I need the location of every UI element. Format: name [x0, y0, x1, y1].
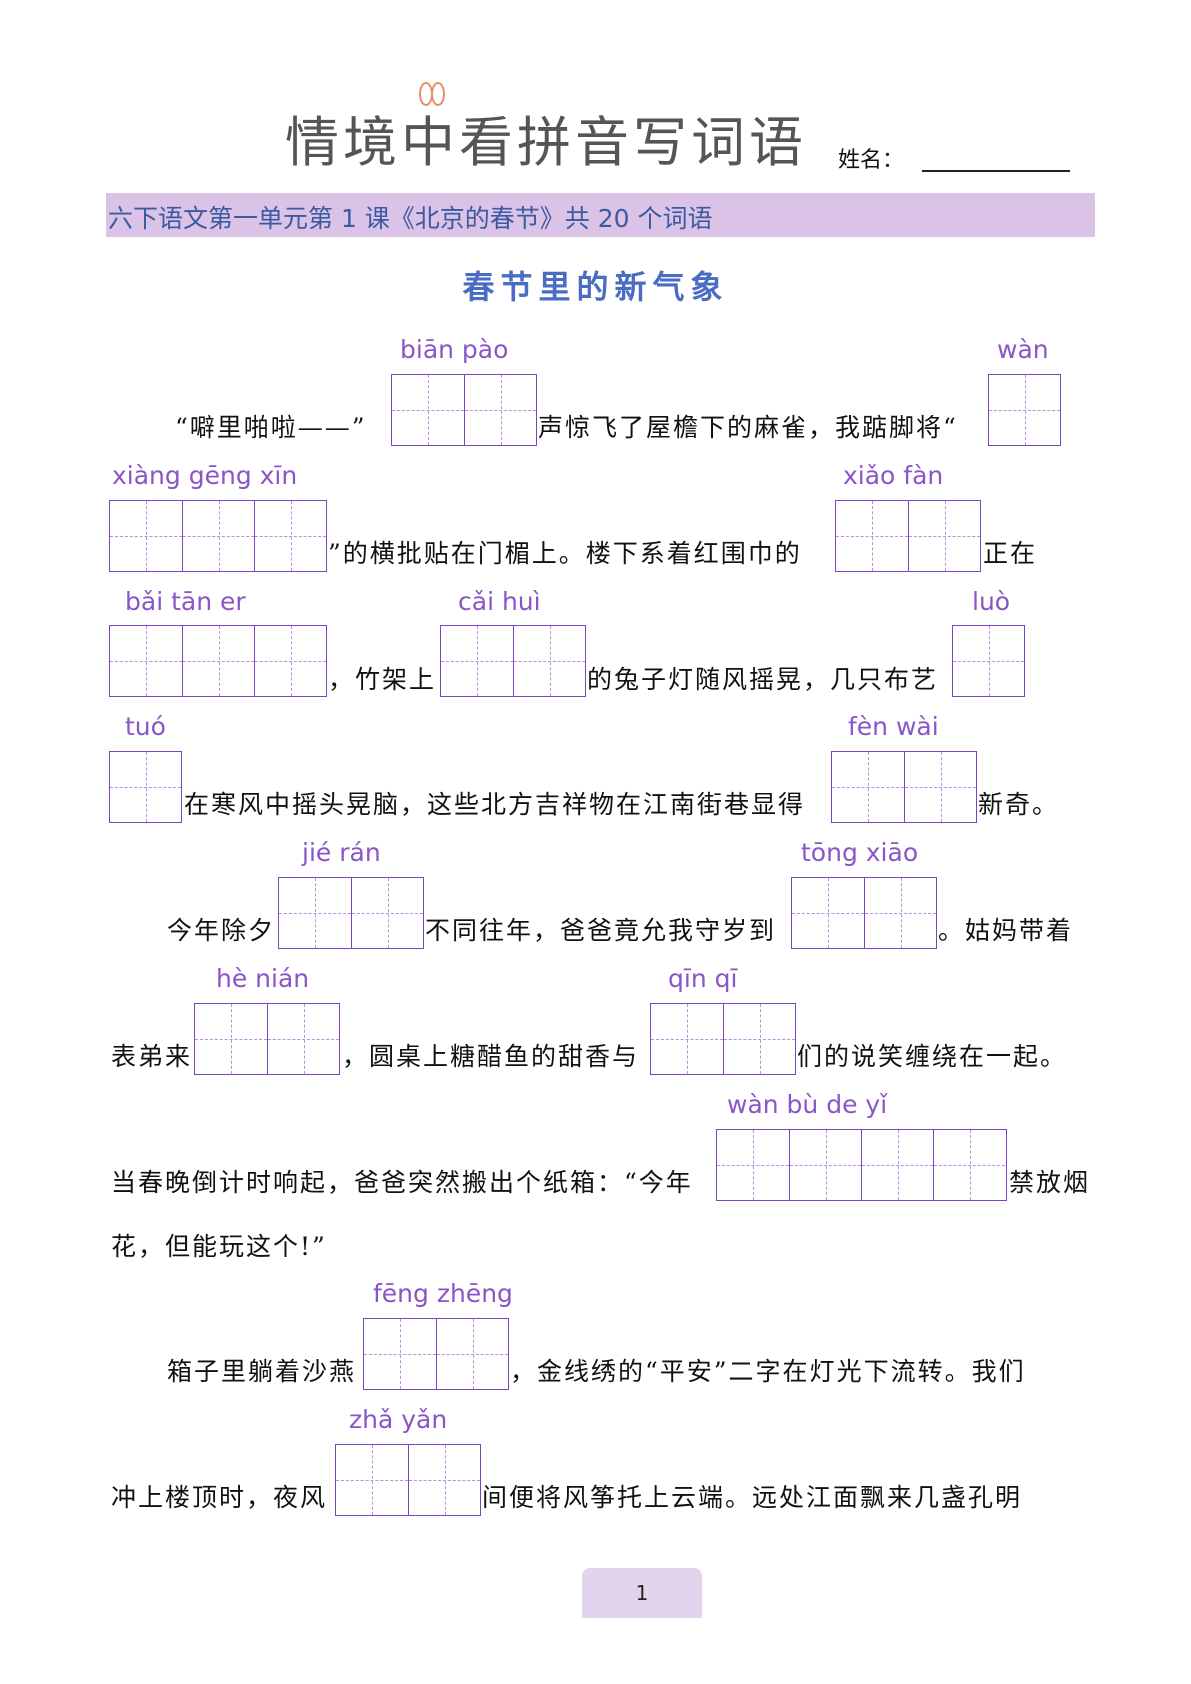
sentence-text: 表弟来 [111, 1042, 193, 1071]
name-label: 姓名： [838, 148, 905, 173]
sentence-text: 花，但能玩这个!” [111, 1232, 327, 1261]
pinyin-label: qīn qī [668, 964, 738, 993]
writing-grid[interactable] [716, 1129, 1007, 1201]
sentence-text: 箱子里躺着沙燕 [167, 1357, 357, 1386]
pinyin-label: cǎi huì [458, 587, 541, 616]
bunny-ears-icon [419, 82, 445, 106]
writing-grid[interactable] [194, 1003, 340, 1075]
pinyin-label: tōng xiāo [801, 838, 919, 867]
writing-grid[interactable] [278, 877, 424, 949]
writing-grid[interactable] [109, 751, 182, 823]
sentence-text: 今年除夕 [167, 916, 276, 945]
logo: 情境中看拼音写词语 [285, 80, 825, 174]
pinyin-label: xiàng gēng xīn [112, 461, 298, 490]
sentence-text: 冲上楼顶时，夜风 [111, 1483, 328, 1512]
sentence-text: 正在 [983, 539, 1038, 568]
pinyin-label: fèn wài [848, 712, 939, 741]
logo-text: 情境中看拼音写词语 [285, 111, 807, 174]
writing-grid[interactable] [952, 625, 1025, 697]
pinyin-label: xiǎo fàn [843, 461, 944, 490]
sentence-text: 。姑妈带着 [938, 916, 1074, 945]
writing-grid[interactable] [391, 374, 537, 446]
writing-grid[interactable] [835, 500, 981, 572]
sentence-text: 在寒风中摇头晃脑，这些北方吉祥物在江南街巷显得 [184, 790, 806, 819]
name-input-line[interactable] [922, 170, 1070, 172]
sentence-text: 新奇。 [978, 790, 1060, 819]
sentence-text: ，竹架上 [328, 665, 437, 694]
sentence-text: 禁放烟 [1009, 1168, 1091, 1197]
writing-grid[interactable] [109, 500, 327, 572]
sentence-text: ，圆桌上糖醋鱼的甜香与 [342, 1042, 640, 1071]
pinyin-label: luò [972, 587, 1011, 616]
pinyin-label: biān pào [400, 335, 509, 364]
lesson-banner: 六下语文第一单元第 1 课《北京的春节》共 20 个词语 [106, 193, 1095, 237]
pinyin-label: hè nián [216, 964, 310, 993]
sentence-text: ”的横批贴在门楣上。楼下系着红围巾的 [328, 539, 802, 568]
writing-grid[interactable] [440, 625, 586, 697]
sentence-text: 们的说笑缠绕在一起。 [797, 1042, 1068, 1071]
sentence-text: 当春晚倒计时响起，爸爸突然搬出个纸箱：“今年 [111, 1168, 693, 1197]
pinyin-label: wàn [997, 335, 1049, 364]
pinyin-label: tuó [125, 712, 166, 741]
sentence-text: 间便将风筝托上云端。远处江面飘来几盏孔明 [482, 1483, 1023, 1512]
sentence-text: 的兔子灯随风摇晃，几只布艺 [587, 665, 939, 694]
sentence-text: 不同往年，爸爸竟允我守岁到 [425, 916, 777, 945]
writing-grid[interactable] [335, 1444, 481, 1516]
writing-grid[interactable] [109, 625, 327, 697]
sentence-text: ，金线绣的“平安”二字在灯光下流转。我们 [510, 1357, 1026, 1386]
pinyin-label: wàn bù de yǐ [727, 1090, 888, 1119]
page-number: 1 [582, 1568, 702, 1618]
pinyin-label: jié rán [302, 838, 381, 867]
pinyin-label: bǎi tān er [125, 587, 246, 616]
writing-grid[interactable] [363, 1318, 509, 1390]
sentence-text: “噼里啪啦——” [175, 413, 367, 442]
banner-text: 六下语文第一单元第 1 课《北京的春节》共 20 个词语 [108, 204, 713, 233]
pinyin-label: fēng zhēng [373, 1279, 513, 1308]
writing-grid[interactable] [831, 751, 977, 823]
sentence-text: 声惊飞了屋檐下的麻雀，我踮脚将“ [538, 413, 958, 442]
writing-grid[interactable] [988, 374, 1061, 446]
writing-grid[interactable] [650, 1003, 796, 1075]
pinyin-label: zhǎ yǎn [349, 1405, 448, 1434]
writing-grid[interactable] [791, 877, 937, 949]
page-title: 春节里的新气象 [462, 268, 729, 306]
